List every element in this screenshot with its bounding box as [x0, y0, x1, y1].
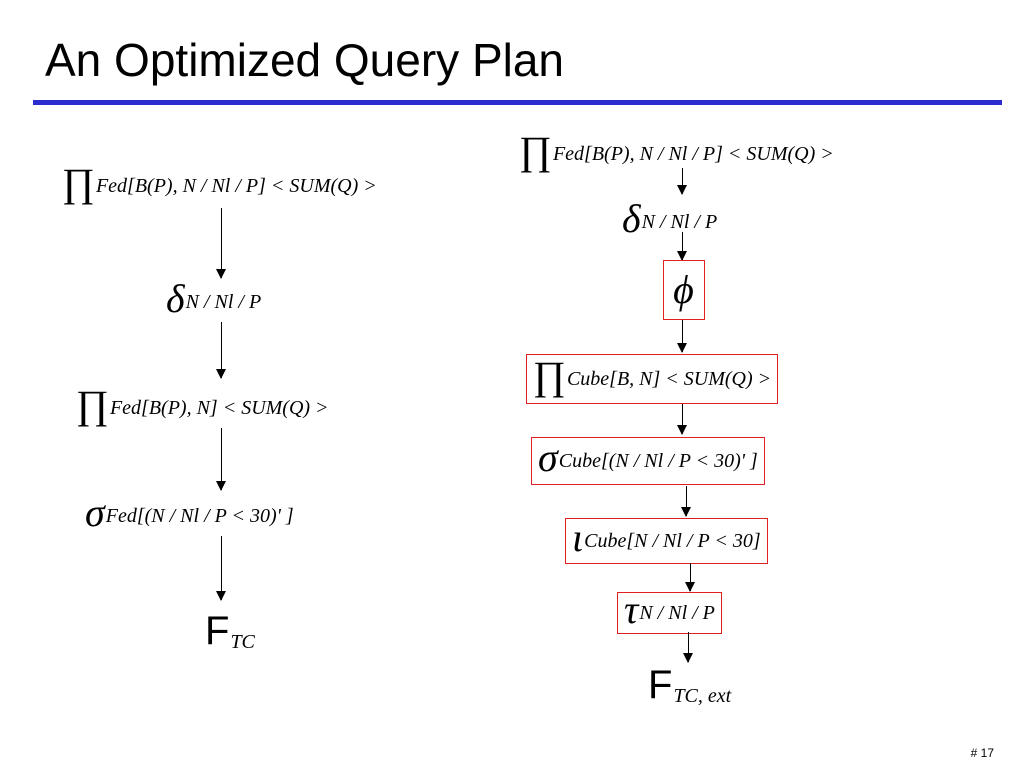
left-arrow-3 [216, 428, 227, 491]
right-tau-node: τN / Nl / P [617, 590, 722, 634]
delta-symbol: δ [166, 276, 185, 321]
projection-symbol: ∏ [76, 382, 109, 427]
right-arrow-5 [681, 486, 692, 517]
phi-symbol: ϕ [673, 267, 694, 312]
right-selection-cube-node: σCube[(N / Nl / P < 30)' ] [531, 437, 765, 485]
left-distinct-node: δN / Nl / P [166, 279, 262, 319]
node-label: TC [230, 631, 255, 653]
right-arrow-7 [683, 632, 694, 663]
left-fact-table-node: FTC [205, 611, 255, 657]
right-arrow-3 [677, 320, 688, 353]
fact-symbol: F [648, 663, 673, 707]
sigma-symbol: σ [538, 435, 558, 480]
right-projection-cube-node: ∏Cube[B, N] < SUM(Q) > [526, 353, 779, 404]
node-label: N / Nl / P [641, 211, 718, 233]
projection-symbol: ∏ [62, 160, 95, 205]
sigma-symbol: σ [85, 490, 105, 535]
right-distinct-node: δN / Nl / P [622, 199, 718, 239]
left-projection-fed-node: ∏Fed[B(P), N / Nl / P] < SUM(Q) > [62, 163, 377, 203]
left-projection-fed-group-node: ∏Fed[B(P), N] < SUM(Q) > [76, 385, 329, 425]
left-arrow-1 [216, 208, 227, 279]
right-arrow-1 [677, 168, 688, 195]
node-label: Cube[B, N] < SUM(Q) > [566, 368, 772, 390]
right-projection-fed-node: ∏Fed[B(P), N / Nl / P] < SUM(Q) > [519, 131, 834, 171]
tau-symbol: τ [624, 587, 639, 632]
fact-symbol: F [205, 609, 230, 653]
projection-symbol: ∏ [519, 128, 552, 173]
node-label: Fed[B(P), N / Nl / P] < SUM(Q) > [95, 175, 377, 197]
right-phi-node: ϕ [663, 260, 705, 320]
slide-title: An Optimized Query Plan [45, 34, 565, 86]
iota-symbol: ι [572, 515, 584, 560]
slide-number: # 17 [970, 746, 994, 760]
node-label: N / Nl / P [639, 602, 715, 624]
node-label: Fed[B(P), N / Nl / P] < SUM(Q) > [552, 143, 834, 165]
right-fact-table-ext-node: FTC, ext [648, 665, 732, 711]
node-label: TC, ext [673, 685, 732, 707]
title-divider [33, 100, 1002, 105]
node-label: Fed[(N / Nl / P < 30)' ] [105, 505, 294, 527]
right-arrow-4 [677, 404, 688, 435]
left-arrow-2 [216, 322, 227, 379]
right-iota-cube-node: ιCube[N / Nl / P < 30] [565, 518, 768, 564]
node-label: N / Nl / P [185, 291, 262, 313]
delta-symbol: δ [622, 196, 641, 241]
left-selection-fed-node: σFed[(N / Nl / P < 30)' ] [85, 493, 294, 533]
right-arrow-6 [685, 563, 696, 592]
node-label: Fed[B(P), N] < SUM(Q) > [109, 397, 329, 419]
node-label: Cube[(N / Nl / P < 30)' ] [558, 450, 758, 472]
left-arrow-4 [216, 536, 227, 601]
projection-symbol: ∏ [533, 353, 566, 398]
right-arrow-2 [677, 232, 688, 261]
node-label: Cube[N / Nl / P < 30] [584, 530, 761, 552]
